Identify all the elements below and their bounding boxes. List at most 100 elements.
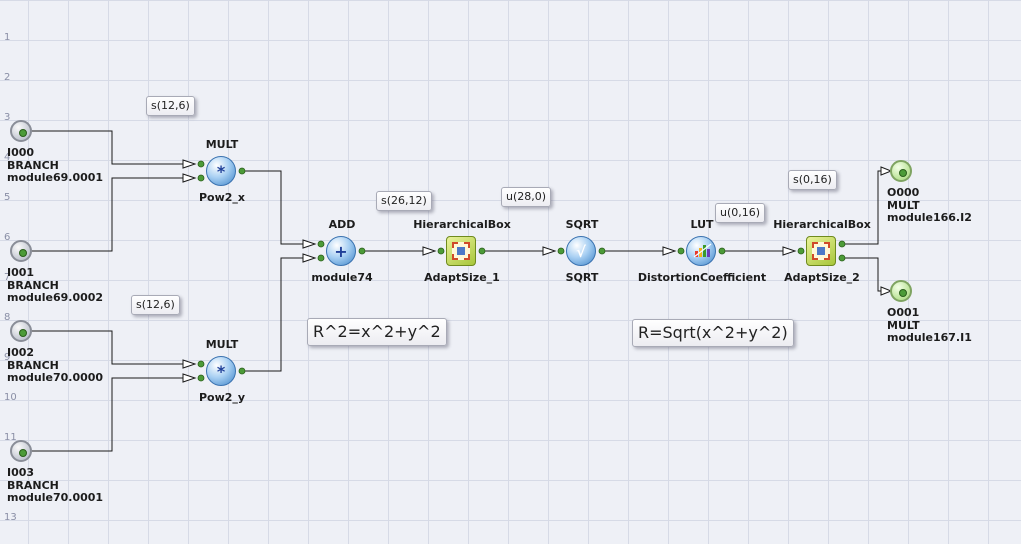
row-number-4: 4	[4, 152, 11, 163]
input-terminal-i000[interactable]	[10, 120, 32, 142]
row-number-13: 13	[4, 512, 17, 523]
comment-note[interactable]: R=Sqrt(x^2+y^2)	[632, 319, 794, 347]
row-number-7: 7	[4, 272, 11, 283]
port-arrow	[182, 173, 197, 183]
output-terminal-o001[interactable]	[890, 280, 912, 302]
port-arrow	[880, 166, 893, 176]
port-arrow	[182, 373, 197, 383]
block-instance-sqrt: SQRT	[565, 271, 599, 284]
input-label-i003: I003 BRANCH module70.0001	[7, 466, 103, 505]
row-number-10: 10	[4, 392, 17, 403]
output-port	[238, 367, 246, 375]
output-name: O001	[887, 306, 920, 319]
input-module: module70.0000	[7, 371, 104, 384]
format-badge[interactable]: s(12,6)	[146, 96, 195, 116]
format-badge[interactable]: s(0,16)	[788, 170, 837, 190]
input-module: module69.0001	[7, 171, 104, 184]
port-arrow	[182, 159, 197, 169]
input-label-i000: I000 BRANCH module69.0001	[7, 146, 104, 185]
plus-icon: +	[334, 242, 348, 261]
port-arrow	[542, 246, 557, 256]
port-arrow	[302, 239, 317, 249]
output-terminal-o000[interactable]	[890, 160, 912, 182]
multiply-icon: *	[216, 362, 226, 381]
row-number-8: 8	[4, 312, 11, 323]
output-label-o000: O000 MULT module166.I2	[887, 186, 972, 225]
port-arrow	[880, 286, 893, 296]
block-instance-pow2x: Pow2_x	[198, 191, 246, 204]
block-title-hbox2: HierarchicalBox	[773, 218, 871, 231]
format-badge[interactable]: s(12,6)	[131, 295, 180, 315]
block-instance-adaptsize2: AdaptSize_2	[784, 271, 860, 284]
block-title-add: ADD	[328, 218, 356, 231]
input-port	[797, 247, 805, 255]
block-title-sqrt: SQRT	[565, 218, 599, 231]
output-module: module166.I2	[887, 211, 972, 224]
hierarchical-box-adaptsize2[interactable]	[806, 236, 836, 266]
input-port	[197, 360, 205, 368]
input-terminal-i001[interactable]	[10, 240, 32, 262]
output-module: module167.I1	[887, 331, 972, 344]
input-name: I003	[7, 466, 35, 479]
comment-note[interactable]: R^2=x^2+y^2	[307, 318, 447, 346]
output-label-o001: O001 MULT module167.I1	[887, 306, 972, 345]
block-title-mult-y: MULT	[205, 338, 239, 351]
input-name: I000	[7, 146, 35, 159]
row-number-1: 1	[4, 32, 11, 43]
row-number-6: 6	[4, 232, 11, 243]
lookup-table-icon	[693, 243, 712, 258]
row-number-11: 11	[4, 432, 17, 443]
output-name: O000	[887, 186, 920, 199]
input-port	[197, 160, 205, 168]
input-port	[557, 247, 565, 255]
input-type: BRANCH	[7, 358, 59, 372]
hierarchical-box-adaptsize1[interactable]	[446, 236, 476, 266]
mult-block-pow2x[interactable]: *	[206, 156, 236, 186]
input-type: BRANCH	[7, 158, 59, 172]
block-title-mult-x: MULT	[205, 138, 239, 151]
input-port	[197, 374, 205, 382]
block-instance-pow2y: Pow2_y	[198, 391, 246, 404]
square-root-icon: √	[575, 243, 586, 261]
block-title-lut: LUT	[690, 218, 714, 231]
input-type: BRANCH	[7, 278, 59, 292]
mult-block-pow2y[interactable]: *	[206, 356, 236, 386]
row-number-5: 5	[4, 192, 11, 203]
input-name: I002	[7, 346, 35, 359]
add-block-module74[interactable]: +	[326, 236, 356, 266]
port-arrow	[662, 246, 677, 256]
row-number-3: 3	[4, 112, 11, 123]
input-port	[317, 254, 325, 262]
port-arrow	[422, 246, 437, 256]
format-badge[interactable]: u(0,16)	[715, 203, 766, 223]
input-port	[677, 247, 685, 255]
input-port	[437, 247, 445, 255]
block-instance-distortion: DistortionCoefficient	[637, 271, 767, 284]
lut-block-distortion[interactable]	[686, 236, 716, 266]
format-badge[interactable]: u(28,0)	[501, 187, 552, 207]
output-type: MULT	[887, 198, 920, 212]
output-type: MULT	[887, 318, 920, 332]
sqrt-block[interactable]: √	[566, 236, 596, 266]
block-title-hbox1: HierarchicalBox	[413, 218, 511, 231]
input-port	[197, 174, 205, 182]
output-port	[718, 247, 726, 255]
row-number-2: 2	[4, 72, 11, 83]
output-port	[238, 167, 246, 175]
wire-pow2y-to-add	[242, 257, 303, 372]
output-port	[838, 240, 846, 248]
output-port	[358, 247, 366, 255]
format-badge[interactable]: s(26,12)	[376, 191, 432, 211]
input-label-i001: I001 BRANCH module69.0002	[7, 266, 103, 305]
input-port	[317, 240, 325, 248]
input-name: I001	[7, 266, 35, 279]
input-terminal-i002[interactable]	[10, 320, 32, 342]
block-instance-adaptsize1: AdaptSize_1	[424, 271, 500, 284]
port-arrow	[302, 253, 317, 263]
wire-i003-to-pow2y	[31, 377, 183, 452]
multiply-icon: *	[216, 162, 226, 181]
input-terminal-i003[interactable]	[10, 440, 32, 462]
hierarchical-box-icon	[452, 242, 470, 260]
